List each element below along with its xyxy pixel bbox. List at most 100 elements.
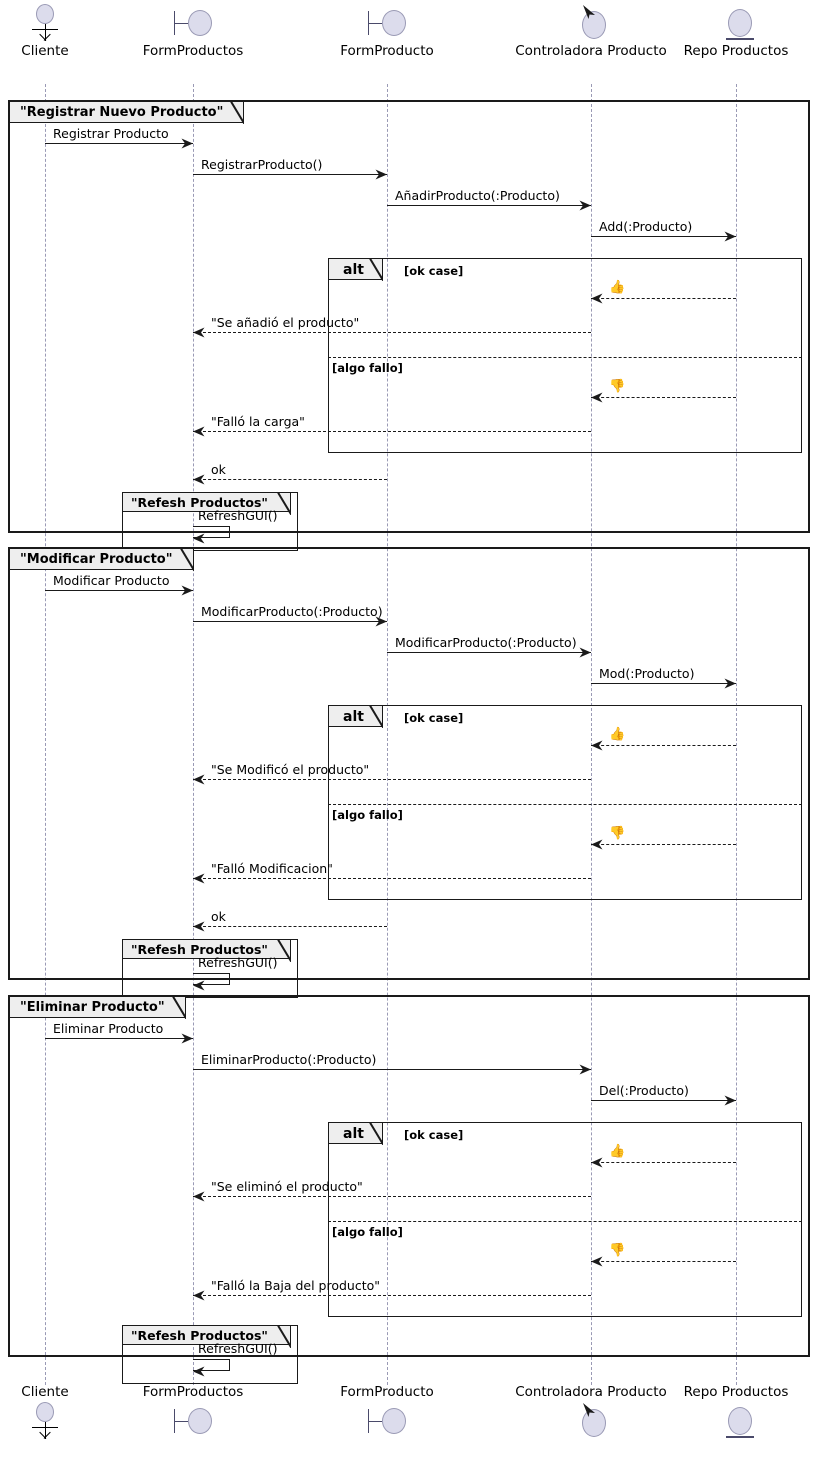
message-line-2-alt-branches-0-messages-0 xyxy=(591,1162,736,1163)
message-line-1-messages-1 xyxy=(193,621,387,622)
arrowhead-right-icon xyxy=(579,1064,591,1074)
arrowhead-right-icon xyxy=(181,138,193,148)
message-label-0-alt-branches-1-messages-1: "Falló la carga" xyxy=(211,414,305,429)
participant-icon-wrap xyxy=(706,1402,766,1442)
participant-icon-wrap xyxy=(15,4,75,44)
participant-label: Controladora Producto xyxy=(515,43,667,59)
message-line-1-messages-2 xyxy=(387,652,591,653)
boundary-icon xyxy=(163,1402,223,1442)
arrowhead-right-icon xyxy=(181,1033,193,1043)
participant-footer-3: Controladora Producto xyxy=(511,1385,671,1442)
self-message-loop-0 xyxy=(193,526,230,538)
fragment-box-1 xyxy=(8,547,810,980)
participant-icon-wrap xyxy=(561,1402,621,1442)
participant-label: Repo Productos xyxy=(683,1384,789,1400)
message-line-2-messages-1 xyxy=(193,1069,591,1070)
actor-icon xyxy=(15,4,75,44)
message-line-2-messages-0 xyxy=(45,1038,193,1039)
message-label-0-messages-3: Add(:Producto) xyxy=(599,219,693,234)
entity-icon xyxy=(706,1402,766,1442)
message-glyph-0-alt-branches-1-messages-0: 👎 xyxy=(609,379,626,394)
refresh-fragment-tab-0: "Refesh Productos" xyxy=(123,493,291,512)
arrowhead-right-icon xyxy=(579,200,591,210)
alt-guard-2-1: [algo fallo] xyxy=(332,1225,403,1239)
control-part-arrow xyxy=(583,5,595,19)
boundary-part-circle xyxy=(188,1408,212,1434)
alt-guard-0-1: [algo fallo] xyxy=(332,361,403,375)
self-message-loop-1 xyxy=(193,973,230,985)
message-label-1-after_alt-0: ok xyxy=(211,909,226,924)
self-message-label-0: RefreshGUI() xyxy=(198,508,278,523)
participant-footer-1: FormProductos xyxy=(113,1385,273,1442)
participant-icon-wrap xyxy=(163,1402,223,1442)
lifeline-repo-productos xyxy=(736,84,737,1385)
message-label-0-alt-branches-0-messages-1: "Se añadió el producto" xyxy=(211,315,360,330)
arrowhead-left-icon xyxy=(193,921,205,931)
arrowhead-left-icon xyxy=(591,740,603,750)
alt-fragment-tab-2: alt xyxy=(329,1123,383,1144)
control-part-circle xyxy=(582,11,606,39)
arrowhead-left-icon xyxy=(193,1366,205,1376)
tab-notch xyxy=(366,259,383,281)
arrowhead-left-icon xyxy=(591,392,603,402)
tab-notch xyxy=(227,102,244,124)
participant-icon-wrap xyxy=(706,4,766,44)
participant-label: FormProducto xyxy=(340,1384,434,1400)
message-glyph-2-alt-branches-1-messages-0: 👎 xyxy=(609,1243,626,1258)
arrowhead-left-icon xyxy=(193,327,205,337)
message-line-1-alt-branches-1-messages-0 xyxy=(591,844,736,845)
message-label-1-messages-0: Modificar Producto xyxy=(53,573,170,588)
alt-guard-1-0: [ok case] xyxy=(404,711,464,725)
message-label-0-messages-2: AñadirProducto(:Producto) xyxy=(395,188,560,203)
entity-part-line xyxy=(726,1436,754,1438)
message-glyph-2-alt-branches-0-messages-0: 👍 xyxy=(609,1144,626,1159)
arrowhead-right-icon xyxy=(724,678,736,688)
message-line-0-alt-branches-1-messages-0 xyxy=(591,397,736,398)
participant-header-0: Cliente xyxy=(0,4,125,59)
fragment-tab-2: "Eliminar Producto" xyxy=(10,997,186,1018)
message-glyph-0-alt-branches-0-messages-0: 👍 xyxy=(609,280,626,295)
alt-fragment-box-0 xyxy=(328,258,802,453)
alt-guard-2-0: [ok case] xyxy=(404,1128,464,1142)
arrowhead-left-icon xyxy=(193,1290,205,1300)
participant-label: Repo Productos xyxy=(683,43,789,59)
message-line-2-alt-branches-0-messages-1 xyxy=(193,1196,591,1197)
entity-part-line xyxy=(726,38,754,40)
participant-header-4: Repo Productos xyxy=(656,4,816,59)
message-label-1-messages-2: ModificarProducto(:Producto) xyxy=(395,635,577,650)
self-message-label-2: RefreshGUI() xyxy=(198,1341,278,1356)
lifeline-controladora-producto xyxy=(591,84,592,1385)
participant-icon-wrap xyxy=(357,4,417,44)
boundary-part-circle xyxy=(188,10,212,36)
tab-notch xyxy=(177,549,194,571)
arrowhead-left-icon xyxy=(193,474,205,484)
entity-part-circle xyxy=(728,1407,752,1435)
participant-icon-wrap xyxy=(357,1402,417,1442)
entity-icon xyxy=(706,4,766,44)
actor-part-arms xyxy=(32,29,58,30)
alt-divider-0 xyxy=(328,357,802,358)
fragment-tab-0: "Registrar Nuevo Producto" xyxy=(10,102,245,124)
control-part-circle xyxy=(582,1409,606,1437)
message-label-2-alt-branches-0-messages-1: "Se eliminó el producto" xyxy=(211,1179,363,1194)
refresh-fragment-box-2 xyxy=(122,1325,298,1384)
lifeline-formproducto xyxy=(387,84,388,1385)
fragment-box-0 xyxy=(8,100,810,533)
entity-part-circle xyxy=(728,9,752,37)
arrowhead-left-icon xyxy=(591,293,603,303)
message-label-1-alt-branches-0-messages-1: "Se Modificó el producto" xyxy=(211,762,370,777)
alt-fragment-box-2 xyxy=(328,1122,802,1317)
tab-notch xyxy=(169,997,186,1019)
tab-notch xyxy=(366,1123,383,1145)
fragment-tab-1: "Modificar Producto" xyxy=(10,549,194,570)
message-label-1-messages-3: Mod(:Producto) xyxy=(599,666,695,681)
participant-label: FormProductos xyxy=(142,43,244,59)
arrowhead-left-icon xyxy=(193,774,205,784)
message-label-2-messages-2: Del(:Producto) xyxy=(599,1083,689,1098)
alt-guard-1-1: [algo fallo] xyxy=(332,808,403,822)
control-icon xyxy=(561,4,621,44)
alt-fragment-tab-1: alt xyxy=(329,706,383,727)
lifeline-formproductos xyxy=(193,84,194,1385)
participant-footer-0: Cliente xyxy=(0,1385,125,1442)
